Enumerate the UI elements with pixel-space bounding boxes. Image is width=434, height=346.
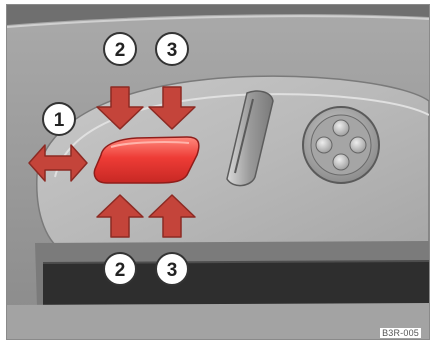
callout-number: 3 [167, 260, 178, 281]
callout-3-bottom: 3 [156, 253, 188, 285]
callout-number: 3 [167, 40, 178, 61]
callout-number: 2 [115, 40, 126, 61]
callout-number: 2 [115, 260, 126, 281]
seat-controls-illustration: 1 2 3 2 3 B3R-005 [6, 4, 430, 340]
callout-2-top: 2 [104, 33, 136, 65]
seat-side-panel-drawing: 1 2 3 2 3 [7, 5, 429, 339]
callout-1-left: 1 [43, 103, 75, 135]
callout-number: 1 [54, 110, 65, 131]
callout-3-top: 3 [156, 33, 188, 65]
lumbar-support-knob [303, 107, 379, 183]
callout-2-bottom: 2 [104, 253, 136, 285]
image-code-label: B3R-005 [380, 328, 421, 338]
seat-rail [43, 261, 429, 307]
seat-adjust-switch [94, 137, 199, 183]
